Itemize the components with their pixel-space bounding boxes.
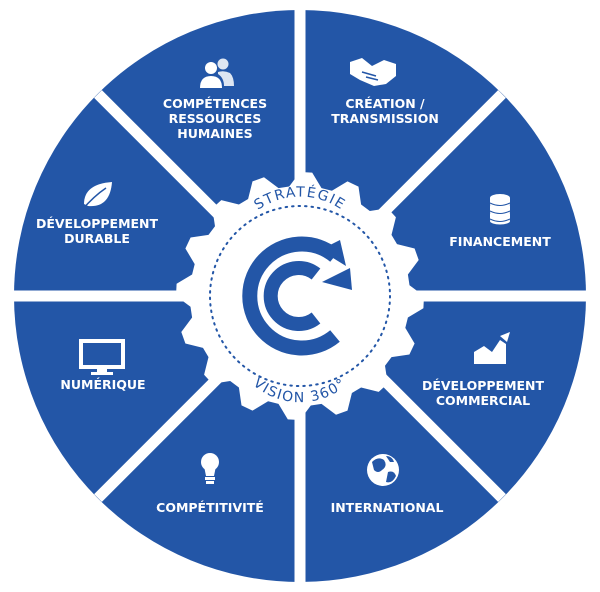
coins-stack-icon: [489, 194, 511, 225]
globe-icon: [367, 454, 399, 486]
label-line: RESSOURCES: [169, 111, 262, 126]
label-line: COMPÉTENCES: [163, 96, 267, 111]
label-line: CRÉATION /: [345, 96, 425, 111]
label-line: INTERNATIONAL: [331, 500, 444, 515]
center-gear: [176, 172, 424, 420]
handshake-icon: [350, 58, 396, 86]
label-numerique: NUMÉRIQUE: [60, 377, 145, 392]
label-line: COMMERCIAL: [436, 393, 530, 408]
growth-chart-icon: [474, 332, 510, 364]
label-creation: CRÉATION /TRANSMISSION: [331, 96, 439, 126]
label-line: NUMÉRIQUE: [60, 377, 145, 392]
people-icon: [200, 58, 234, 88]
lightbulb-icon: [201, 453, 219, 484]
label-international: INTERNATIONAL: [331, 500, 444, 515]
label-line: DÉVELOPPEMENT: [36, 216, 159, 231]
label-line: DURABLE: [64, 231, 130, 246]
label-line: HUMAINES: [177, 126, 252, 141]
monitor-icon: [79, 339, 125, 375]
leaf-icon: [81, 182, 112, 211]
label-financement: FINANCEMENT: [449, 234, 551, 249]
center-logo: [242, 236, 352, 356]
label-line: DÉVELOPPEMENT: [422, 378, 545, 393]
dotted-ring: [209, 205, 391, 387]
label-line: FINANCEMENT: [449, 234, 551, 249]
label-line: TRANSMISSION: [331, 111, 439, 126]
label-line: COMPÉTITIVITÉ: [156, 500, 264, 515]
label-competitivite: COMPÉTITIVITÉ: [156, 500, 264, 515]
